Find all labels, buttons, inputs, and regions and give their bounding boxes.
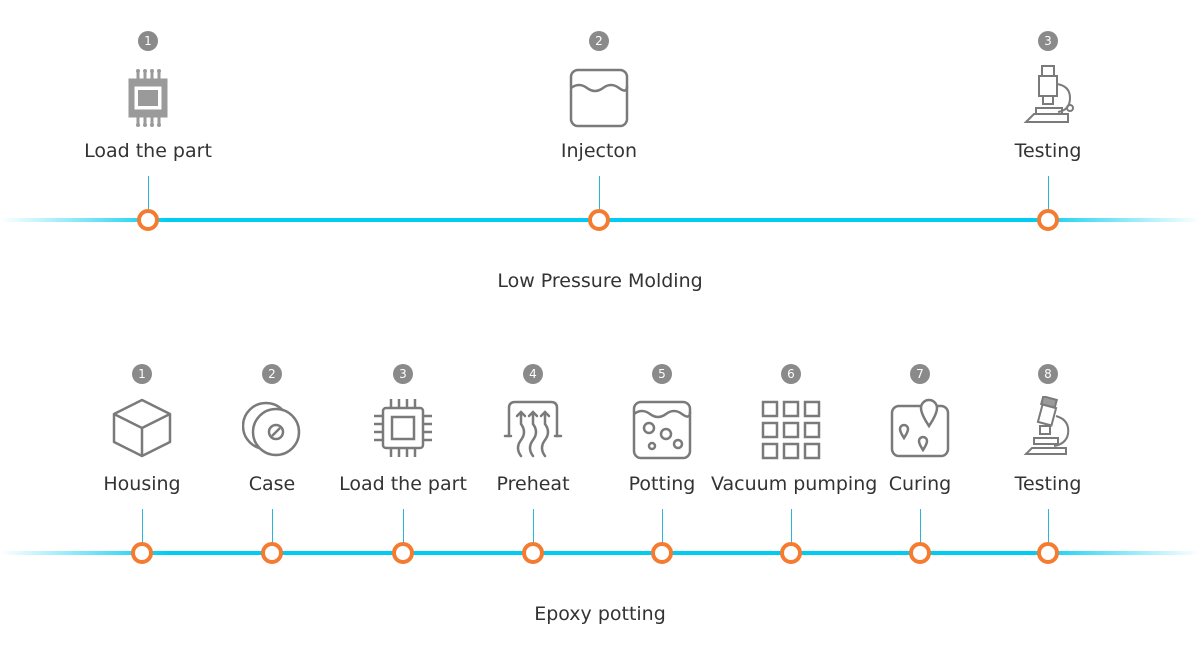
diagram-title: Low Pressure Molding <box>497 270 703 292</box>
step-label: Testing <box>1014 140 1082 162</box>
timeline-node <box>1037 209 1059 231</box>
step-label: Load the part <box>84 140 212 162</box>
step-number-badge: 7 <box>910 364 930 384</box>
heat-waves-icon <box>503 398 563 458</box>
cube-icon <box>112 398 172 458</box>
step-number-badge: 3 <box>393 364 413 384</box>
connector-line <box>598 176 600 212</box>
timeline-node <box>1037 542 1059 564</box>
step-number-badge: 4 <box>523 364 543 384</box>
step-number-badge: 8 <box>1038 364 1058 384</box>
connector-line <box>532 509 534 545</box>
connector-line <box>1047 509 1049 545</box>
timeline-node <box>392 542 414 564</box>
timeline-node <box>780 542 802 564</box>
step-label: Vacuum pumping <box>711 473 878 495</box>
timeline-node <box>131 542 153 564</box>
connector-line <box>919 509 921 545</box>
timeline-node <box>588 209 610 231</box>
timeline-axis <box>0 551 1200 555</box>
timeline-node <box>137 209 159 231</box>
connector-line <box>141 509 143 545</box>
bubbles-container-icon <box>632 400 692 460</box>
container-fill-icon <box>569 68 629 128</box>
step-number-badge: 1 <box>138 31 158 51</box>
step-label: Case <box>248 473 296 495</box>
step-label: Testing <box>1014 473 1082 495</box>
diagram-title: Epoxy potting <box>534 603 666 625</box>
step-label: Injecton <box>560 140 638 162</box>
timeline-node <box>522 542 544 564</box>
grid-icon <box>761 400 821 460</box>
connector-line <box>1047 176 1049 212</box>
step-label: Curing <box>888 473 952 495</box>
connector-line <box>147 176 149 212</box>
step-number-badge: 1 <box>132 364 152 384</box>
disc-case-icon <box>242 398 302 458</box>
step-number-badge: 2 <box>262 364 282 384</box>
step-label: Load the part <box>339 473 467 495</box>
microscope-icon <box>1018 64 1078 124</box>
chip-icon <box>118 68 178 128</box>
microscope-icon <box>1018 396 1078 456</box>
timeline-node <box>261 542 283 564</box>
step-number-badge: 2 <box>589 31 609 51</box>
timeline-node <box>651 542 673 564</box>
step-number-badge: 3 <box>1038 31 1058 51</box>
step-number-badge: 5 <box>652 364 672 384</box>
connector-line <box>661 509 663 545</box>
connector-line <box>402 509 404 545</box>
step-number-badge: 6 <box>781 364 801 384</box>
timeline-node <box>909 542 931 564</box>
chip-icon <box>373 398 433 458</box>
step-label: Preheat <box>496 473 570 495</box>
connector-line <box>271 509 273 545</box>
step-label: Housing <box>103 473 181 495</box>
connector-line <box>790 509 792 545</box>
map-pins-icon <box>890 398 950 458</box>
step-label: Potting <box>628 473 696 495</box>
